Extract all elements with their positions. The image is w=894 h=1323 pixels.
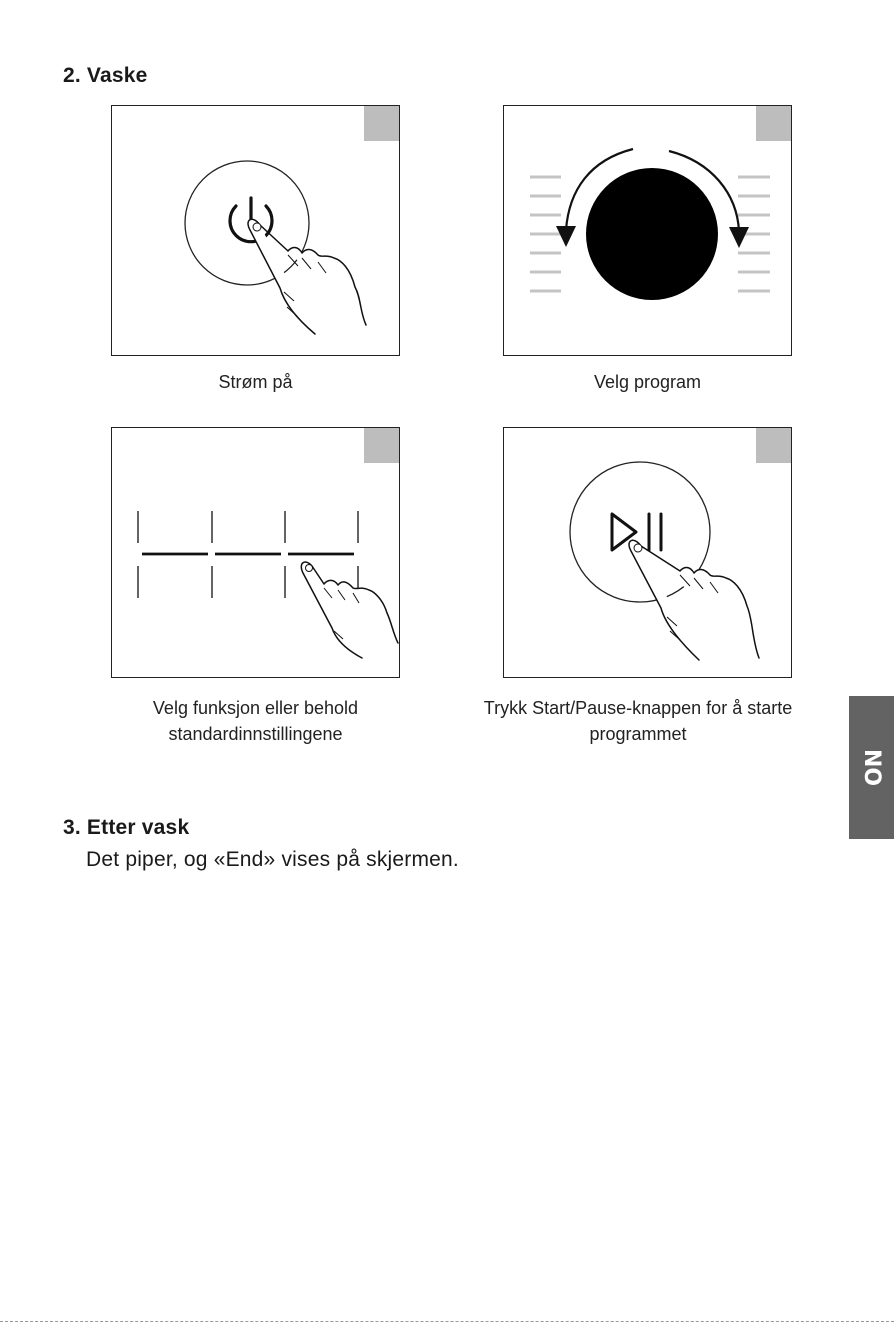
section-3-body-text: Det piper, og «End» vises på skjermen.	[86, 848, 459, 872]
section-2-heading: 2. Vaske	[63, 64, 148, 88]
caption-text: Strøm på	[218, 372, 292, 392]
step-start-pause-caption: Trykk Start/Pause-knappen for å starte p…	[452, 695, 824, 747]
section-3-title: Etter vask	[87, 816, 189, 839]
step-power-on-caption: Strøm på	[111, 369, 400, 395]
section-2-title: Vaske	[87, 64, 148, 87]
language-side-tab: NO	[849, 696, 894, 839]
section-3-heading: 3. Etter vask	[63, 816, 189, 840]
step-power-on-panel	[111, 105, 400, 356]
step-select-program-panel	[503, 105, 792, 356]
page-bottom-rule	[0, 1321, 894, 1322]
section-3-number: 3.	[63, 816, 81, 839]
start-pause-button-icon	[504, 428, 793, 679]
step-select-function-panel	[111, 427, 400, 678]
caption-line-2: standardinnstillingene	[101, 721, 410, 747]
language-tab-label: NO	[859, 749, 884, 786]
section-2-number: 2.	[63, 64, 81, 87]
program-dial-icon	[504, 106, 793, 357]
step-select-program-caption: Velg program	[503, 369, 792, 395]
caption-text: Velg program	[594, 372, 701, 392]
step-start-pause-panel	[503, 427, 792, 678]
function-selector-icon	[112, 428, 401, 679]
caption-line-1: Velg funksjon eller behold	[101, 695, 410, 721]
power-button-press-icon	[112, 106, 401, 357]
step-select-function-caption: Velg funksjon eller behold standardinnst…	[101, 695, 410, 747]
caption-line-2: programmet	[452, 721, 824, 747]
caption-line-1: Trykk Start/Pause-knappen for å starte	[452, 695, 824, 721]
